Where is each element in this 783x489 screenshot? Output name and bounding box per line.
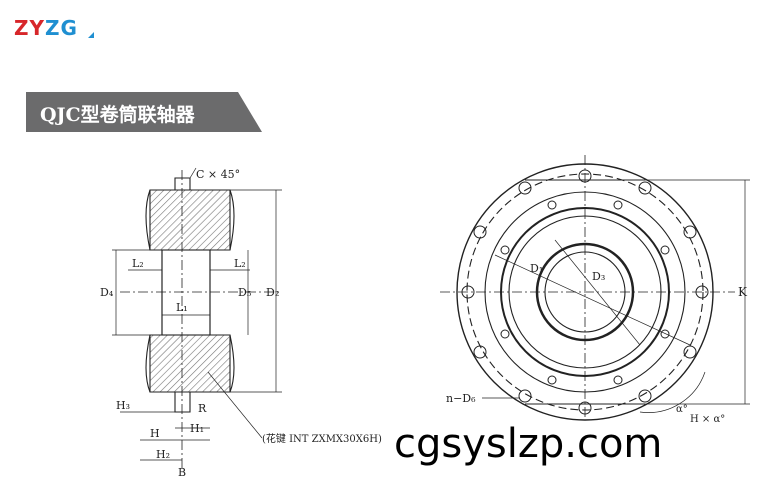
chamfer-label: C × 45° [196, 168, 240, 181]
b-label: B [178, 466, 186, 479]
l2-label: L₂ [132, 257, 144, 270]
logo-text-red: ZY [14, 16, 45, 40]
angle-label: α° [676, 404, 688, 415]
front-view [440, 155, 750, 421]
spline-note: (花键 INT ZXMX30X6H) [262, 432, 382, 445]
d2-label: D₂ [266, 286, 279, 299]
d3-label: D₃ [592, 270, 605, 283]
brand-logo: ZYZG [14, 16, 94, 40]
h-label: H [150, 427, 160, 440]
h3-label: H₃ [116, 399, 130, 412]
k-label: K [738, 285, 748, 299]
h2-label: H₂ [156, 448, 170, 461]
angle-expression-label: H × α° [690, 414, 725, 425]
section-title: QJC型卷筒联轴器 [40, 104, 195, 126]
d5-label: D₅ [238, 286, 251, 299]
d4-label: D₄ [100, 286, 114, 299]
logo-text-blue: ZG [44, 16, 78, 40]
l2-right-label: L₂ [234, 257, 246, 270]
h1-label: H₁ [190, 422, 204, 435]
watermark-text: cgsyslzp.com [394, 421, 663, 467]
r-label: R [198, 402, 207, 415]
d1-label: D₁ [530, 262, 543, 275]
n-d6-label: n−D₆ [446, 392, 476, 405]
logo-triangle-icon [88, 32, 94, 38]
section-view [112, 167, 282, 470]
l1-label: L₁ [176, 301, 188, 314]
section-title-banner: QJC型卷筒联轴器 [26, 92, 262, 132]
